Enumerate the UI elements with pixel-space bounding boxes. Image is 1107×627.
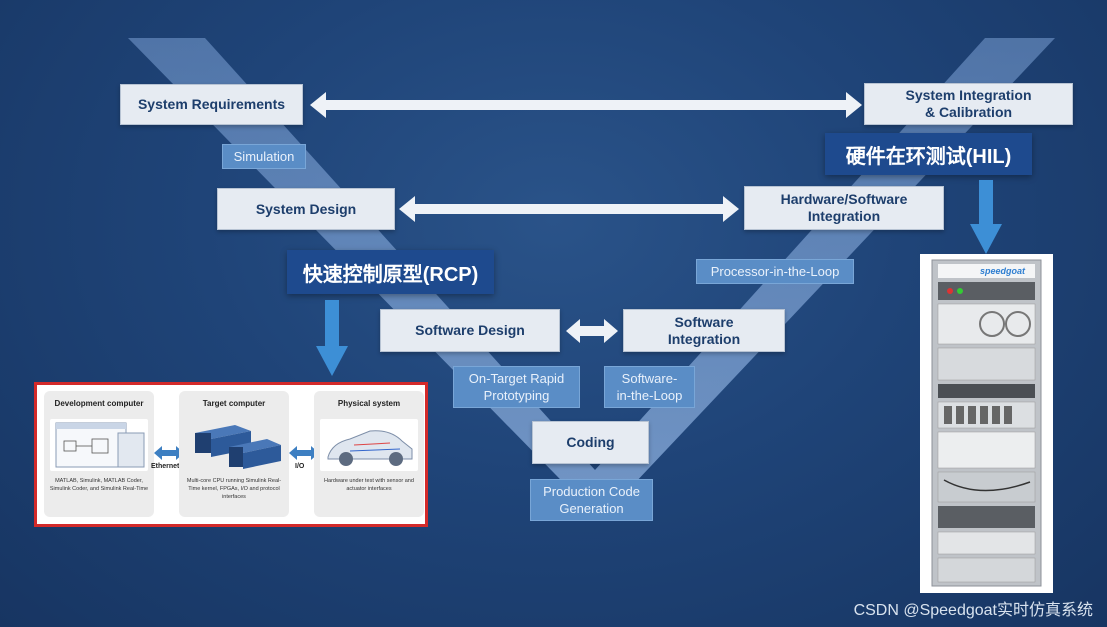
target-computer-caption: Multi-core CPU running Simulink Real-Tim…: [186, 478, 282, 500]
method-processor-in-loop: Processor-in-the-Loop: [696, 259, 854, 284]
stage-software-design[interactable]: Software Design: [380, 309, 560, 352]
development-computer-caption: MATLAB, Simulink, MATLAB Coder, Simulink…: [49, 478, 149, 492]
stage-system-requirements[interactable]: System Requirements: [120, 84, 303, 125]
development-computer-column: Development computer MATLAB, Simulink, M…: [44, 391, 154, 517]
rcp-callout: 快速控制原型(RCP): [287, 250, 494, 294]
physical-system-caption: Hardware under test with sensor and actu…: [324, 478, 414, 492]
method-production-code-generation: Production Code Generation: [530, 479, 653, 521]
stage-system-design[interactable]: System Design: [217, 188, 395, 230]
development-computer-title: Development computer: [54, 399, 144, 408]
method-simulation: Simulation: [222, 144, 306, 169]
physical-system-title: Physical system: [337, 399, 401, 408]
stage-hw-sw-integration[interactable]: Hardware/Software Integration: [744, 186, 944, 230]
arrow-swdesign-swintegration: [566, 319, 618, 343]
hil-down-arrow: [970, 180, 1002, 254]
speedgoat-logo: speedgoat: [980, 266, 1026, 276]
method-software-in-loop: Software- in-the-Loop: [604, 366, 695, 408]
ethernet-link-arrow: [154, 446, 184, 460]
rcp-down-arrow: [316, 300, 348, 376]
arrow-design-hwsw: [399, 196, 739, 222]
io-link-arrow: [289, 446, 319, 460]
arrow-requirements-integration: [310, 92, 862, 118]
csdn-watermark: CSDN @Speedgoat实时仿真系统: [853, 602, 1093, 619]
stage-software-integration[interactable]: Software Integration: [623, 309, 785, 352]
hil-callout: 硬件在环测试(HIL): [825, 133, 1032, 175]
car-image: [320, 419, 418, 471]
physical-system-column: Physical system Hardware under test with…: [314, 391, 424, 517]
target-computer-image: [185, 419, 283, 471]
target-computer-column: Target computer Multi-core CPU running S…: [179, 391, 289, 517]
hil-rack-image: speedgoat: [920, 254, 1053, 593]
method-on-target-rapid-prototyping: On-Target Rapid Prototyping: [453, 366, 580, 408]
target-computer-title: Target computer: [202, 399, 266, 408]
rcp-setup-panel: Development computer MATLAB, Simulink, M…: [34, 382, 428, 527]
stage-system-integration[interactable]: System Integration & Calibration: [864, 83, 1073, 125]
io-label: I/O: [295, 463, 305, 470]
ethernet-label: Ethernet: [151, 463, 180, 470]
stage-coding[interactable]: Coding: [532, 421, 649, 464]
simulink-model-image: [50, 419, 148, 471]
